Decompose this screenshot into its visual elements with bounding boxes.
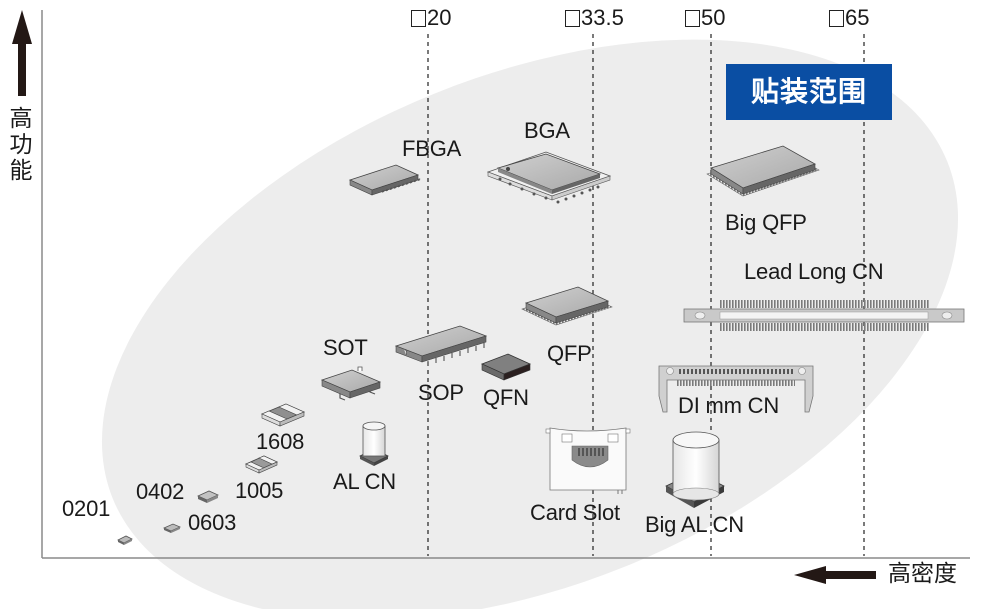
component-icon-qfn <box>480 353 532 381</box>
component-icon-0603 <box>163 523 181 533</box>
label-big-qfp: Big QFP <box>725 210 807 235</box>
label-0603: 0603 <box>188 510 237 535</box>
component-icon-qfp <box>521 286 613 326</box>
x-axis-title: 高密度 <box>888 561 957 587</box>
label-0402: 0402 <box>136 479 185 504</box>
label-1005: 1005 <box>235 478 284 503</box>
label-dimm-cn: DI mm CN <box>678 393 780 418</box>
size-marker-20: 20 <box>411 6 451 30</box>
component-icon-big-al-cn <box>665 431 725 508</box>
component-icon-card-slot <box>545 427 631 494</box>
size-marker-65: 65 <box>829 6 869 30</box>
mounting-range-badge: 贴装范围 <box>726 64 892 120</box>
component-icon-0201 <box>117 535 133 545</box>
label-qfn: QFN <box>483 385 529 410</box>
square-icon <box>565 9 580 27</box>
component-icon-bga <box>486 151 612 204</box>
label-0201: 0201 <box>62 496 111 521</box>
label-al-cn: AL CN <box>333 469 396 494</box>
label-fbga: FBGA <box>402 136 462 161</box>
arrow-up-icon <box>12 10 32 96</box>
component-icon-al-cn <box>359 421 389 466</box>
component-icon-dimm-cn <box>658 365 814 413</box>
y-axis-title: 高功能 <box>9 106 33 184</box>
square-icon <box>411 9 426 27</box>
component-icon-big-qfp <box>706 145 820 197</box>
label-sop: SOP <box>418 380 464 405</box>
square-icon <box>685 9 700 27</box>
component-icon-fbga <box>348 164 422 196</box>
square-icon <box>829 9 844 27</box>
label-bga: BGA <box>524 118 570 143</box>
label-sot: SOT <box>323 335 368 360</box>
component-icon-0402 <box>197 490 219 503</box>
size-marker-33-5: 33.5 <box>565 6 624 30</box>
component-icon-1608 <box>260 403 306 427</box>
label-qfp: QFP <box>547 341 592 366</box>
component-icon-1005 <box>245 455 278 474</box>
arrow-left-icon <box>794 566 876 584</box>
label-card-slot: Card Slot <box>530 500 620 525</box>
label-lead-long-cn: Lead Long CN <box>744 259 884 284</box>
component-icon-sop <box>394 325 488 366</box>
size-marker-50: 50 <box>685 6 725 30</box>
label-1608: 1608 <box>256 429 305 454</box>
label-big-al-cn: Big AL CN <box>645 512 744 537</box>
component-icon-lead-long-cn <box>683 300 965 331</box>
component-icon-sot <box>320 366 382 401</box>
